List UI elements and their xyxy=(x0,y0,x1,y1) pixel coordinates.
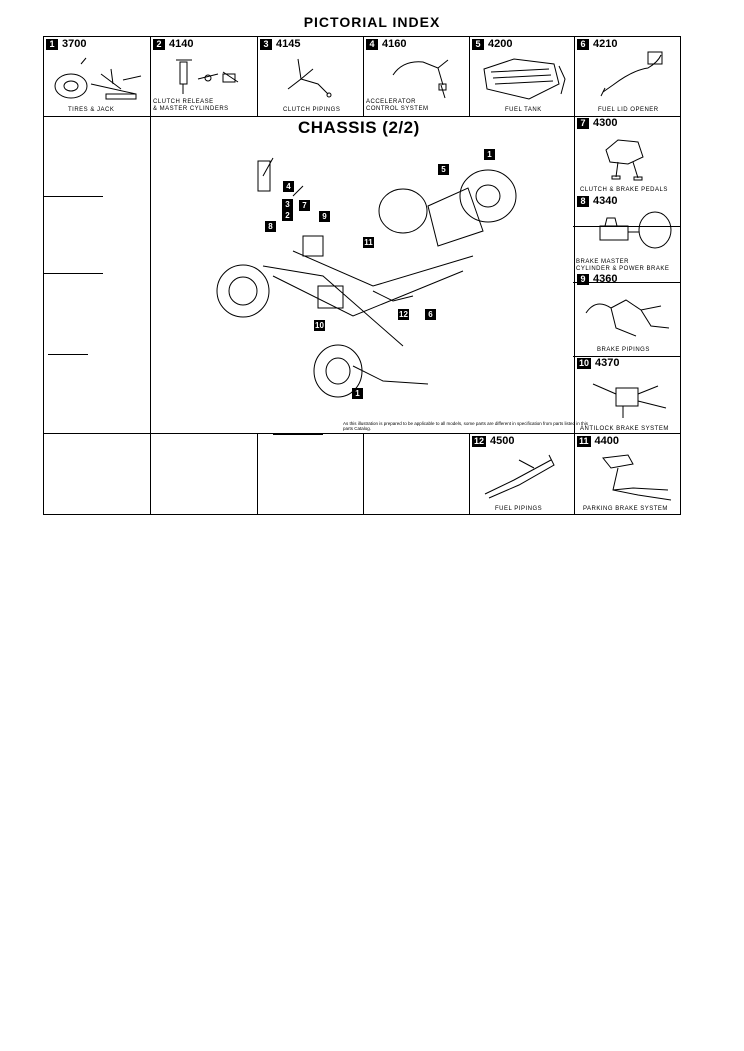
cell-code: 4210 xyxy=(593,38,618,50)
page-title: PICTORIAL INDEX xyxy=(303,14,441,30)
cell-code: 4500 xyxy=(490,435,515,447)
cell-code: 4140 xyxy=(169,38,194,50)
cell-head-4500: 12 4500 xyxy=(472,435,515,447)
cell-head-4370: 10 4370 xyxy=(577,357,620,369)
cell-code: 4300 xyxy=(593,117,618,129)
callout-7: 7 xyxy=(299,200,310,211)
callout-8: 8 xyxy=(265,221,276,232)
cell-number: 9 xyxy=(577,273,589,285)
cell-caption: ACCELERATOR CONTROL SYSTEM xyxy=(366,99,429,112)
cell-head-4140: 2 4140 xyxy=(153,38,193,50)
cell-head-4300: 7 4300 xyxy=(577,117,617,129)
callout-3: 3 xyxy=(282,199,293,210)
cell-caption: TIRES & JACK xyxy=(68,107,115,113)
cell-number: 5 xyxy=(472,38,484,50)
callout-12: 12 xyxy=(398,309,409,320)
cell-caption: CLUTCH RELEASE & MASTER CYLINDERS xyxy=(153,99,229,112)
pictorial-index-sheet: 1 3700 TIRES & JACK 2 4140 CLUTCH RELEAS… xyxy=(43,36,681,515)
chassis-illustration xyxy=(216,157,517,398)
cell-number: 8 xyxy=(577,195,589,207)
cell-caption: BRAKE MASTER CYLINDER & POWER BRAKE xyxy=(576,259,670,272)
cell-code: 4200 xyxy=(488,38,513,50)
cell-code: 4400 xyxy=(594,435,619,447)
cell-number: 10 xyxy=(577,357,592,369)
cell-code: 4370 xyxy=(595,357,620,369)
cell-head-4340: 8 4340 xyxy=(577,195,617,207)
accelerator-illustration xyxy=(392,59,449,99)
chassis-title: CHASSIS (2/2) xyxy=(298,118,420,137)
cell-caption: BRAKE PIPINGS xyxy=(597,347,650,353)
cell-number: 1 xyxy=(46,38,58,50)
clutch-pipings-illustration xyxy=(287,58,332,98)
applicability-note: As this illustration is prepared to be a… xyxy=(343,421,589,431)
pedals-illustration xyxy=(605,139,644,181)
cell-head-4360: 9 4360 xyxy=(577,273,617,285)
clutch-cylinders-illustration xyxy=(176,59,239,94)
callout-5: 5 xyxy=(438,164,449,175)
cell-number: 2 xyxy=(153,38,165,50)
brake-pipings-illustration xyxy=(585,299,670,337)
callout-1-lower: 1 xyxy=(352,388,363,399)
cell-code: 4340 xyxy=(593,195,618,207)
cell-code: 4160 xyxy=(382,38,407,50)
cell-code: 3700 xyxy=(62,38,87,50)
cell-caption: FUEL LID OPENER xyxy=(598,107,659,113)
cell-number: 7 xyxy=(577,117,589,129)
cell-head-4400: 11 4400 xyxy=(577,435,619,447)
cell-number: 3 xyxy=(260,38,272,50)
cell-number: 6 xyxy=(577,38,589,50)
cell-caption: FUEL TANK xyxy=(505,107,542,113)
cell-head-4145: 3 4145 xyxy=(260,38,300,50)
tires-jack-illustration xyxy=(54,57,142,100)
cell-head-4200: 5 4200 xyxy=(472,38,512,50)
cell-head-4210: 6 4210 xyxy=(577,38,617,50)
cell-number: 12 xyxy=(472,435,487,447)
fuel-tank-illustration xyxy=(483,58,566,100)
parking-brake-illustration xyxy=(602,454,672,501)
cell-caption: CLUTCH & BRAKE PEDALS xyxy=(580,187,668,193)
callout-11: 11 xyxy=(363,237,374,248)
cell-caption: CLUTCH PIPINGS xyxy=(283,107,341,113)
cell-number: 11 xyxy=(577,435,591,447)
callout-10: 10 xyxy=(314,320,325,331)
fuel-lid-opener-illustration xyxy=(600,51,663,97)
callout-9: 9 xyxy=(319,211,330,222)
abs-illustration xyxy=(592,383,667,418)
master-cylinder-illustration xyxy=(599,211,672,249)
callout-2: 2 xyxy=(282,210,293,221)
cell-code: 4360 xyxy=(593,273,618,285)
callout-4: 4 xyxy=(283,181,294,192)
callout-6: 6 xyxy=(425,309,436,320)
cell-head-3700: 1 3700 xyxy=(46,38,86,50)
cell-caption: FUEL PIPINGS xyxy=(495,506,543,512)
cell-caption: PARKING BRAKE SYSTEM xyxy=(583,506,668,512)
cell-number: 4 xyxy=(366,38,378,50)
callout-1: 1 xyxy=(484,149,495,160)
cell-head-4160: 4 4160 xyxy=(366,38,406,50)
cell-code: 4145 xyxy=(276,38,301,50)
cell-caption: ANTILOCK BRAKE SYSTEM xyxy=(580,426,669,432)
fuel-pipings-illustration xyxy=(484,454,555,499)
